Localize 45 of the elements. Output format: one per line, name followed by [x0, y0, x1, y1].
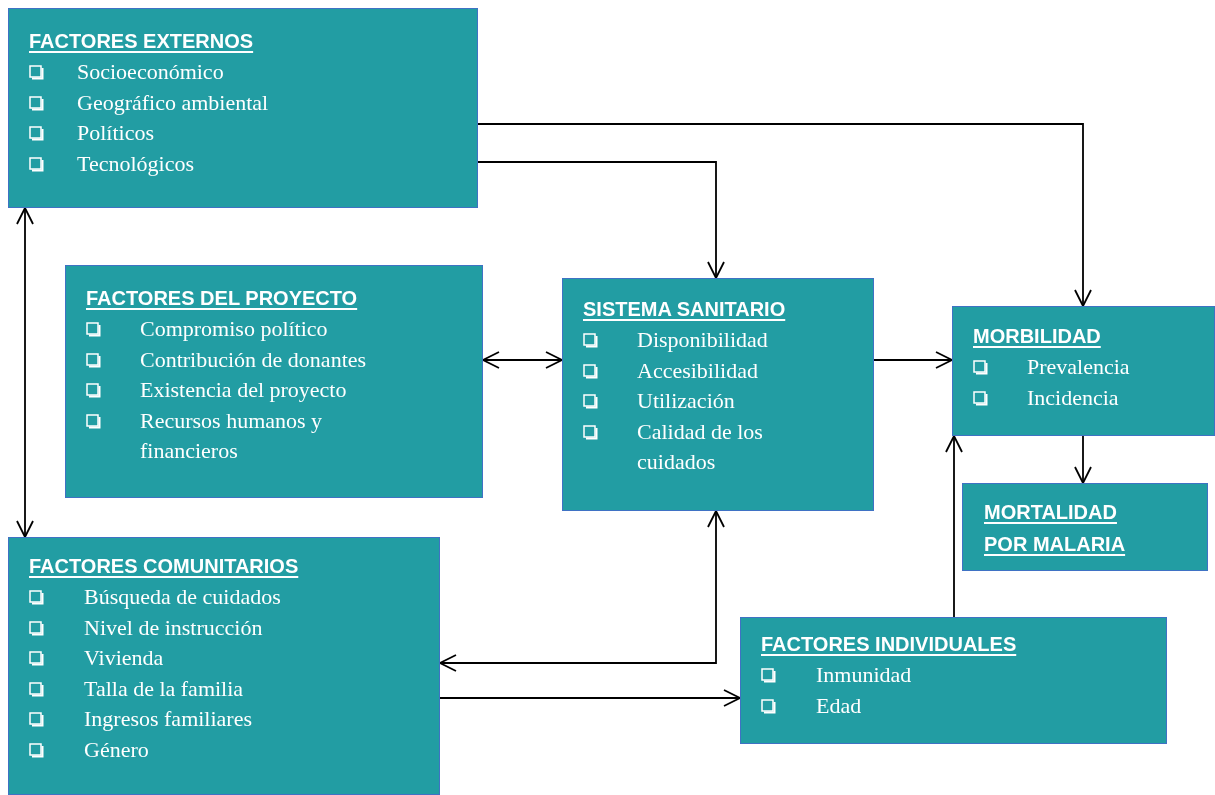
list-item: Disponibilidad [637, 326, 768, 354]
factor-box [8, 537, 440, 795]
list-item: Prevalencia [1027, 353, 1130, 381]
box-heading: FACTORES COMUNITARIOS [29, 554, 299, 579]
list-item: Calidad de los cuidados [637, 417, 764, 476]
list-item: Edad [816, 691, 862, 720]
list-item: Geográfico ambiental [77, 88, 269, 117]
factor-box [562, 278, 874, 511]
list-item: Ingresos familiares [84, 705, 252, 733]
list-item: Accesibilidad [637, 356, 758, 385]
arrow [16, 207, 34, 538]
arrow [439, 510, 725, 672]
list-item: Tecnológicos [77, 149, 194, 178]
list-item: Utilización [637, 387, 735, 415]
factor-box [740, 617, 1167, 744]
factor-box [8, 8, 478, 208]
list-item: Género [84, 735, 149, 764]
factor-box [65, 265, 483, 498]
box-heading: MORBILIDAD [973, 324, 1101, 349]
list-item: Inmunidad [816, 661, 912, 689]
box-heading: FACTORES DEL PROYECTO [86, 286, 358, 311]
list-item: Socioeconómico [77, 58, 224, 86]
list-item: Políticos [77, 119, 154, 147]
list-item: Compromiso político [140, 315, 328, 343]
arrow [477, 123, 1092, 307]
box-heading: FACTORES EXTERNOS [29, 29, 254, 54]
factor-box [952, 306, 1215, 436]
list-item: Nivel de instrucción [84, 613, 263, 642]
factor-box [962, 483, 1208, 571]
list-item: Búsqueda de cuidados [84, 583, 281, 611]
list-item: Contribución de donantes [140, 345, 367, 374]
arrow [873, 351, 953, 369]
box-heading: FACTORES INDIVIDUALES [761, 632, 1017, 657]
arrow [1074, 435, 1092, 484]
list-item: Incidencia [1027, 383, 1119, 412]
list-item: Recursos humanos y financieros [140, 406, 324, 465]
list-item: Vivienda [84, 644, 164, 672]
arrow [477, 161, 725, 279]
box-heading: MORTALIDAD POR MALARIA [984, 500, 1127, 557]
arrow [945, 435, 963, 618]
arrow [482, 351, 563, 369]
arrow [439, 689, 741, 707]
list-item: Talla de la familia [84, 674, 244, 703]
box-heading: SISTEMA SANITARIO [583, 297, 786, 322]
list-item: Existencia del proyecto [140, 376, 347, 404]
